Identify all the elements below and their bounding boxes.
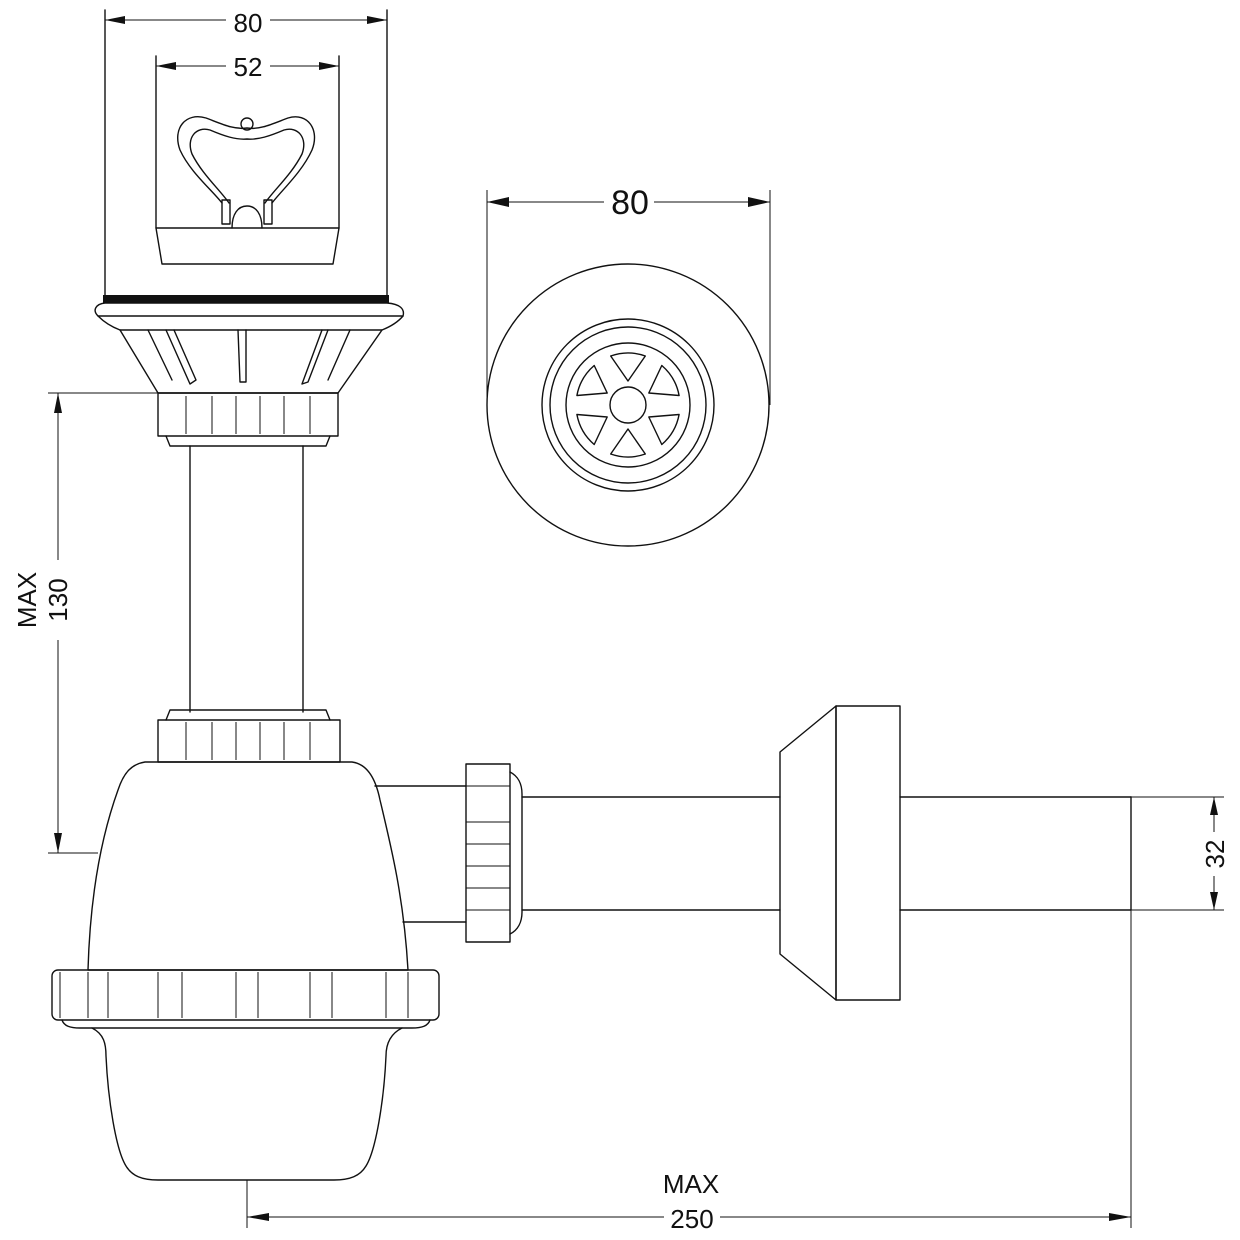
dimension-max-length-value: 250 [670, 1204, 713, 1234]
dimension-max-height-value: 130 [43, 578, 73, 621]
dimension-basket-width: 52 [234, 52, 263, 82]
grid-hole [648, 364, 680, 397]
dimension-pipe-diameter: 32 [1200, 840, 1230, 869]
dimension-max-length-label: MAX [663, 1169, 719, 1199]
bottle-trap [51, 709, 467, 1181]
strainer-assembly [94, 9, 405, 447]
grid-hole [610, 352, 646, 382]
dimension-strainer-width: 80 [234, 8, 263, 38]
dimension-grid-diameter: 80 [611, 184, 649, 222]
outlet-pipe [465, 705, 1132, 1001]
grid-hole [576, 364, 608, 397]
tail-pipe [189, 445, 304, 713]
grid-top-view [486, 263, 770, 547]
grid-hole [576, 413, 608, 446]
grid-hole [610, 428, 646, 458]
dimension-lines [10, 6, 1230, 1231]
grid-hole [648, 413, 680, 446]
dimension-max-height-label: MAX [12, 572, 42, 628]
